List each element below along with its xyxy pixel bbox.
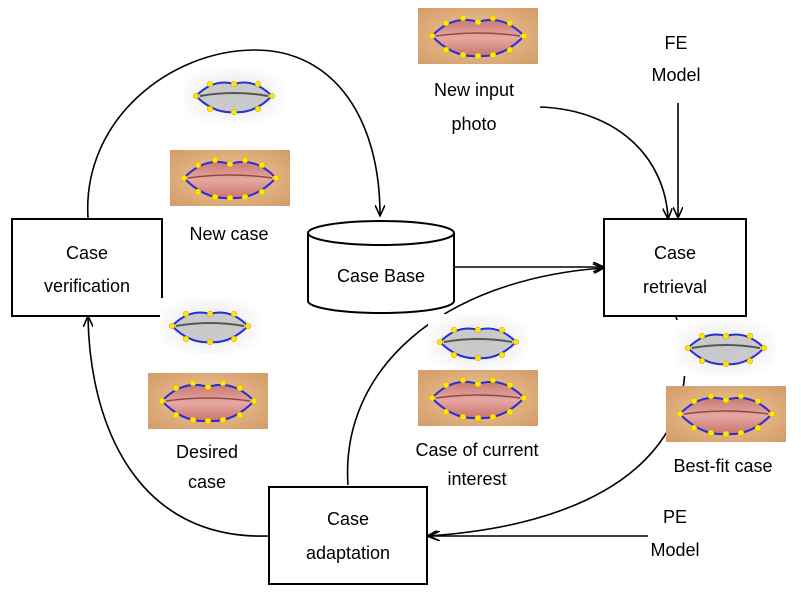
arrow-adaptation-to-retrieval: [346, 268, 603, 486]
arrow-verification-to-case-base: [87, 49, 380, 219]
case-retrieval-label-2: retrieval: [643, 277, 707, 297]
case-adaptation-label-2: adaptation: [306, 543, 390, 563]
case-retrieval-node: Case retrieval: [603, 218, 747, 317]
best-fit-lip-model-icon: [675, 319, 777, 377]
case-base-label: Case Base: [337, 266, 425, 286]
fe-model-label-1: FE: [664, 33, 687, 53]
pe-model-label-1: PE: [663, 507, 687, 527]
new-case-lip-photo-icon: [169, 149, 291, 207]
arrow-adaptation-to-verification: [88, 317, 269, 537]
case-verification-label-2: verification: [44, 276, 130, 296]
new-input-photo-label-2: photo: [451, 114, 496, 134]
pe-model-label-2: Model: [650, 540, 699, 560]
case-adaptation-label-1: Case: [327, 509, 369, 529]
case-adaptation-node: Case adaptation: [268, 486, 428, 585]
best-fit-lip-photo-icon: [665, 385, 787, 443]
current-interest-lip-model-icon: [427, 313, 529, 371]
case-verification-node: Case verification: [11, 218, 163, 317]
desired-case-label-2: case: [188, 472, 226, 492]
new-case-lip-model-icon: [183, 67, 285, 125]
desired-case-lip-photo-icon: [147, 372, 269, 430]
fe-model-label-2: Model: [651, 65, 700, 85]
new-input-lip-photo-icon: [417, 7, 539, 65]
new-case-label: New case: [189, 224, 268, 244]
current-interest-label-2: interest: [447, 469, 506, 489]
case-base-node: Case Base: [307, 220, 455, 314]
case-verification-label-1: Case: [66, 243, 108, 263]
desired-case-label-1: Desired: [176, 442, 238, 462]
desired-case-lip-model-icon: [159, 297, 261, 355]
arrow-new-input-to-retrieval: [539, 106, 668, 218]
case-retrieval-label-1: Case: [654, 243, 696, 263]
current-interest-lip-photo-icon: [417, 369, 539, 427]
best-fit-case-label: Best-fit case: [673, 456, 772, 476]
new-input-photo-label-1: New input: [434, 80, 514, 100]
current-interest-label-1: Case of current: [415, 440, 538, 460]
